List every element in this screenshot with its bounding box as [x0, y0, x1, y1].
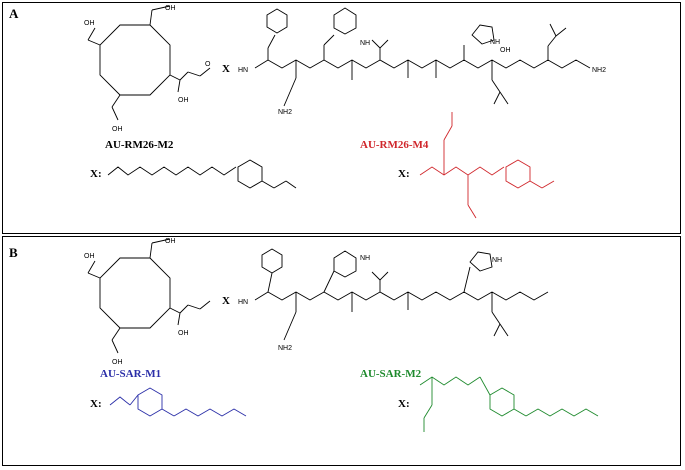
linker-m2 — [107, 159, 297, 189]
panel-b — [2, 236, 681, 466]
atom-oh: OH — [165, 5, 176, 12]
panel-a-label: A — [9, 6, 19, 21]
linker-label: X: — [90, 398, 102, 410]
dota-macrocycle-b — [87, 238, 211, 354]
atom-hn: HN — [238, 299, 248, 306]
atom-nh2: NH2 — [278, 345, 292, 352]
atom-oh: OH — [165, 238, 176, 245]
linker-x-a: X — [222, 63, 230, 75]
linker-x-b: X — [222, 295, 230, 307]
atom-nh: NH — [360, 255, 370, 262]
atom-nh: NH — [490, 39, 500, 46]
linker-label: X: — [90, 168, 102, 180]
atom-oh: OH — [500, 47, 511, 54]
linker-m1 — [109, 387, 247, 417]
peptide-backbone-b — [254, 248, 549, 341]
peptide-backbone-a — [254, 7, 591, 107]
compound-name: AU-RM26-M2 — [105, 139, 174, 151]
atom-hn: HN — [238, 67, 248, 74]
panel-b-label: B — [9, 245, 18, 260]
compound-name: AU-SAR-M2 — [360, 368, 422, 380]
atom-nh2: NH2 — [278, 109, 292, 116]
atom-oh: OH — [178, 330, 189, 337]
atom-o: O — [205, 61, 211, 68]
atom-oh: OH — [112, 126, 123, 133]
atom-ho: OH — [84, 20, 95, 27]
compound-name: AU-SAR-M1 — [100, 368, 162, 380]
linker-sar-m2 — [419, 376, 599, 432]
linker-label: X: — [398, 398, 410, 410]
atom-nh: NH — [492, 257, 502, 264]
atom-oh: OH — [112, 359, 123, 366]
linker-m4 — [419, 112, 555, 219]
panel-a — [2, 2, 681, 234]
atom-nh: NH — [360, 40, 370, 47]
linker-label: X: — [398, 168, 410, 180]
atom-nh2: NH2 — [592, 67, 606, 74]
dota-macrocycle-a — [87, 5, 211, 121]
compound-name: AU-RM26-M4 — [360, 139, 429, 151]
atom-labels: OH OH OH OH O HN NH2 NH NH OH NH2 OH OH … — [84, 5, 606, 366]
atom-oh: OH — [178, 97, 189, 104]
atom-ho: OH — [84, 253, 95, 260]
